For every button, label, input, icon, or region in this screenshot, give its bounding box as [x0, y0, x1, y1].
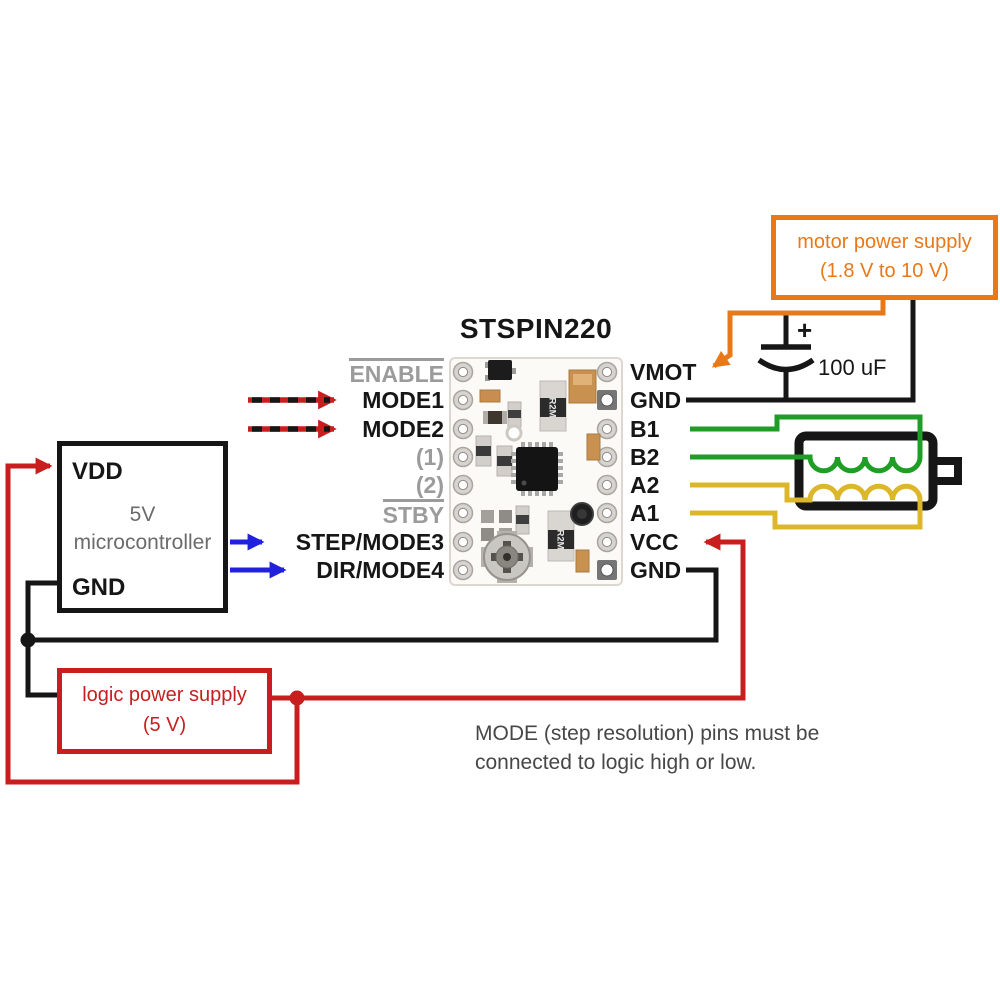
motor-power-supply-box: motor power supply (1.8 V to 10 V): [771, 215, 998, 300]
wire-vdd: [5, 457, 300, 785]
pin-label-step-mode3: STEP/MODE3: [295, 529, 444, 555]
mcu-vdd-label: VDD: [72, 458, 123, 485]
pin-label-dir-mode4: DIR/MODE4: [316, 557, 444, 583]
wire-vmot: [711, 300, 886, 369]
logic-power-supply-box: logic power supply (5 V): [57, 668, 272, 754]
pin-label-stby: STBY: [144, 499, 444, 528]
electrolytic-cap: [570, 502, 594, 526]
board-pads-right: [596, 361, 618, 580]
pin-label-mode2: MODE2: [362, 416, 444, 442]
capacitor-polarity: +: [797, 315, 813, 345]
board-title: STSPIN220: [459, 313, 613, 344]
board-pads-left: [452, 361, 474, 581]
mode-note: MODE (step resolution) pins must be conn…: [475, 719, 819, 777]
coil-b-wiring: [690, 414, 923, 474]
pin-label-vcc: VCC: [630, 529, 679, 555]
wire-b2-coil: [690, 454, 923, 474]
driver-board: R2M: [449, 357, 623, 586]
capacitor-symbol: [757, 313, 815, 400]
resistor-smd: [483, 411, 507, 424]
pin-label-1: (1): [415, 444, 444, 470]
pin-label-mode1: MODE1: [362, 387, 444, 413]
note-line1: MODE (step resolution) pins must be: [475, 722, 820, 745]
wire-gnd-bus: [28, 567, 719, 643]
coil-a-wiring: [690, 482, 923, 530]
pin-label-b1: B1: [630, 416, 660, 442]
capacitor-smd: [575, 549, 590, 573]
gnd-junction-dot: [20, 632, 36, 648]
svg-text:R2M: R2M: [555, 529, 566, 549]
logic-supply-voltage: (5 V): [142, 714, 187, 736]
pin-label-a2: A2: [630, 472, 660, 498]
mode-pin-arrows: [248, 390, 337, 439]
pin-label-gnd-bottom: GND: [630, 557, 682, 583]
resistor-smd: [475, 435, 492, 467]
wire-b1: [690, 414, 923, 457]
pin-label-enable: ENABLE: [144, 358, 444, 387]
capacitor-smd: [586, 433, 601, 461]
mcu-voltage-label: 5V: [129, 503, 156, 526]
board-via-hole: [505, 424, 523, 442]
motor-supply-range: (1.8 V to 10 V): [820, 260, 949, 282]
note-line2: connected to logic high or low.: [475, 751, 757, 774]
logic-supply-label: logic power supply: [82, 684, 247, 706]
mcu-gnd-label: GND: [72, 574, 126, 601]
pin-label-vmot: VMOT: [630, 359, 697, 385]
sense-resistor-bottom: R2M: [547, 510, 575, 562]
sense-resistor-top: R2M: [539, 380, 567, 432]
resistor-smd: [515, 505, 530, 535]
control-arrows: [230, 533, 287, 579]
pin-label-a1: A1: [630, 500, 660, 526]
pin-label-2: (2): [415, 472, 444, 498]
wire-vcc: [297, 533, 746, 701]
capacitor-value: 100 uF: [818, 355, 887, 380]
sot23-transistor: [485, 360, 516, 381]
microcontroller-box: VDD 5V microcontroller GND: [57, 441, 228, 613]
pin-label-gnd-top: GND: [630, 387, 682, 413]
trimmer-potentiometer: [481, 531, 533, 583]
wire-a2-coil: [690, 482, 923, 503]
pin-label-b2: B2: [630, 444, 660, 470]
wire-a1: [690, 500, 923, 530]
wire-vmot-gnd: [686, 300, 916, 403]
capacitor-smd: [479, 389, 501, 403]
capacitor-smd-large: [568, 369, 597, 404]
mcu-name-label: microcontroller: [73, 531, 212, 554]
board-components: R2M: [475, 360, 601, 583]
driver-ic: [511, 442, 563, 496]
motor-supply-label: motor power supply: [797, 231, 972, 253]
resistor-smd: [496, 445, 513, 477]
svg-text:R2M: R2M: [547, 397, 558, 417]
vcc-junction-dot: [289, 690, 305, 706]
resistor-smd: [507, 401, 522, 428]
